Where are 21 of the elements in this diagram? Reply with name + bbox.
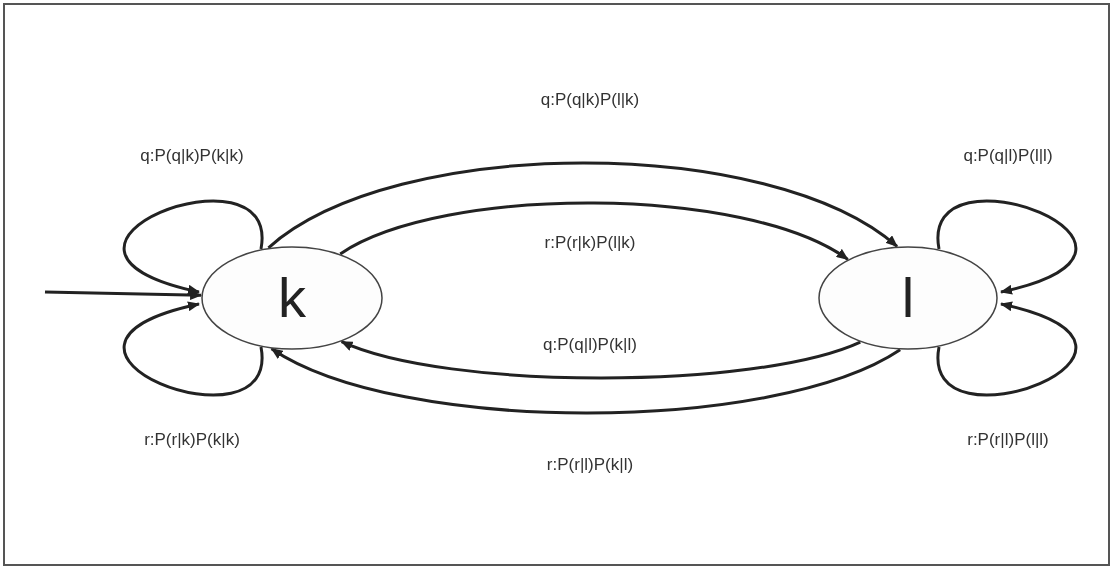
edge-label: q:P(q|k)P(k|k) [138, 146, 246, 166]
state-label: l [901, 270, 915, 326]
edge-label: r:P(r|l)P(k|l) [544, 455, 636, 475]
arrow [267, 161, 898, 249]
arrow [44, 290, 203, 301]
edge-label: q:P(q|l)P(l|l) [961, 146, 1055, 166]
edge-label: q:P(q|k)P(l|k) [538, 90, 642, 110]
arrow [270, 347, 901, 415]
loop-arrow [937, 199, 1077, 294]
arrow [340, 340, 861, 380]
edge-label: r:P(r|k)P(k|k) [142, 430, 242, 450]
state-ellipse [201, 246, 383, 350]
loop-arrow [123, 199, 263, 294]
loop-arrow [123, 302, 263, 397]
loop-arrow [937, 302, 1077, 397]
state-label: k [278, 270, 306, 326]
edge-label: q:P(q|l)P(k|l) [541, 335, 639, 355]
state-ellipse [818, 246, 998, 350]
arrow [339, 201, 849, 261]
edge-label: r:P(r|k)P(l|k) [542, 233, 638, 253]
edge-label: r:P(r|l)P(l|l) [965, 430, 1051, 450]
